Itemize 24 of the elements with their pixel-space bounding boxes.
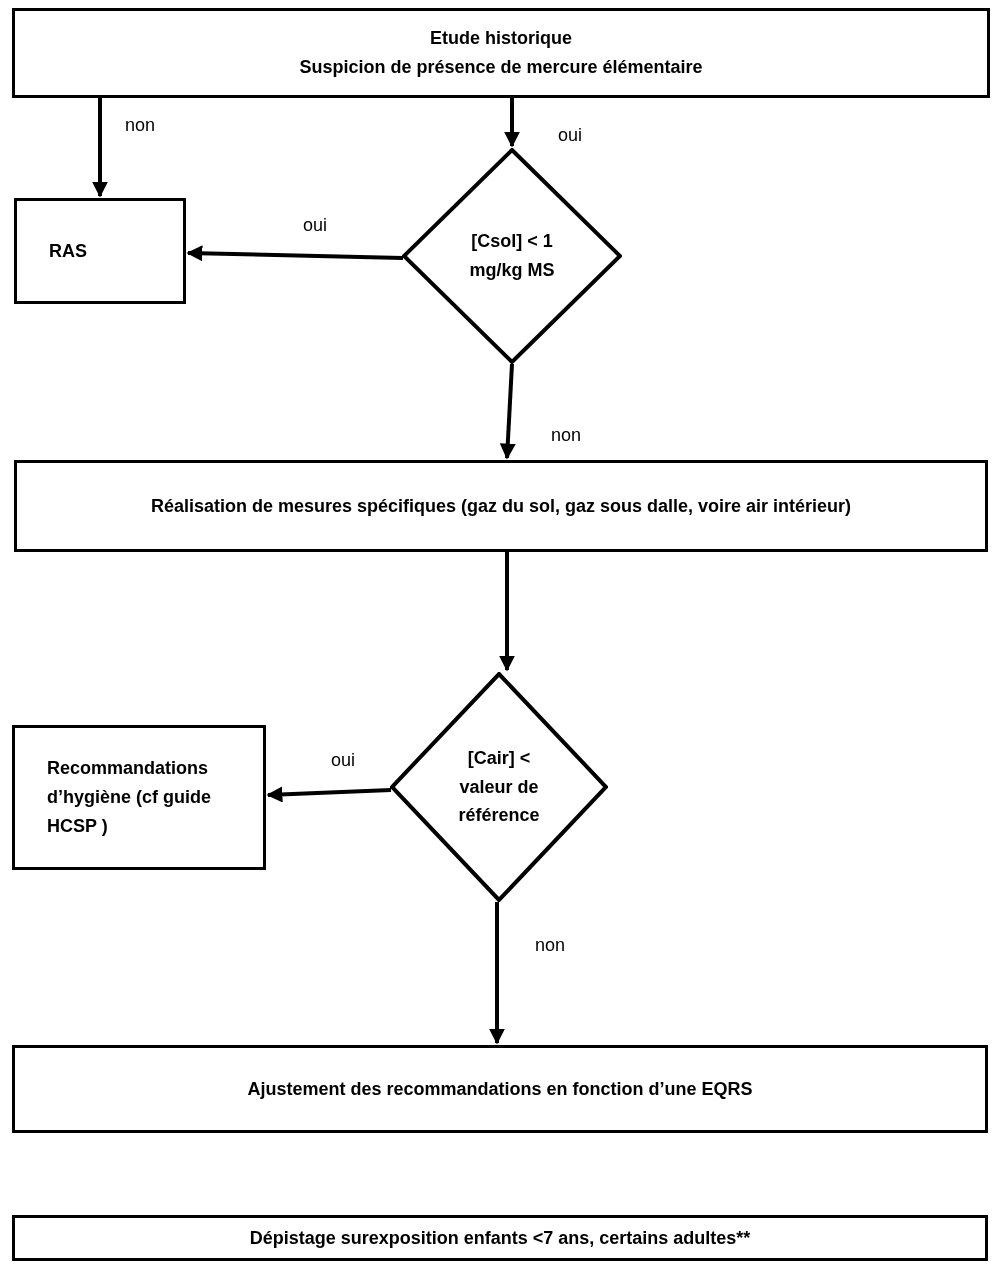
process-text: Recommandations d’hygiène (cf guide HCSP ): [47, 757, 212, 838]
arrow: [92, 98, 108, 198]
process-box: [12, 8, 990, 98]
process-box: [14, 460, 988, 552]
decision-diamond: [390, 672, 608, 902]
arrow: [504, 98, 520, 148]
arrow: [266, 786, 392, 803]
arrow: [489, 902, 505, 1045]
decision-text: [Csol] < 1 mg/kg MS: [468, 230, 556, 282]
arrow: [186, 245, 404, 262]
decision-text: [Cair] < valeur de référence: [457, 746, 541, 828]
process-text: Dépistage surexposition enfants <7 ans, certains adultes**: [249, 1226, 751, 1250]
process-text: RAS: [49, 239, 87, 263]
process-box: [12, 1215, 988, 1261]
arrow: [499, 363, 516, 460]
process-text: Ajustement des recommandations en fonction d’une EQRS: [247, 1077, 753, 1101]
process-box: [12, 1045, 988, 1133]
process-text: Etude historique: [430, 27, 572, 51]
process-box: [14, 198, 186, 304]
process-text: Suspicion de présence de mercure élémentaire: [299, 56, 703, 79]
process-box: [12, 725, 266, 870]
decision-diamond: [402, 148, 622, 364]
arrow: [499, 552, 515, 672]
process-text: Réalisation de mesures spécifiques (gaz du sol, gaz sous dalle, voire air intérieur): [150, 494, 852, 518]
